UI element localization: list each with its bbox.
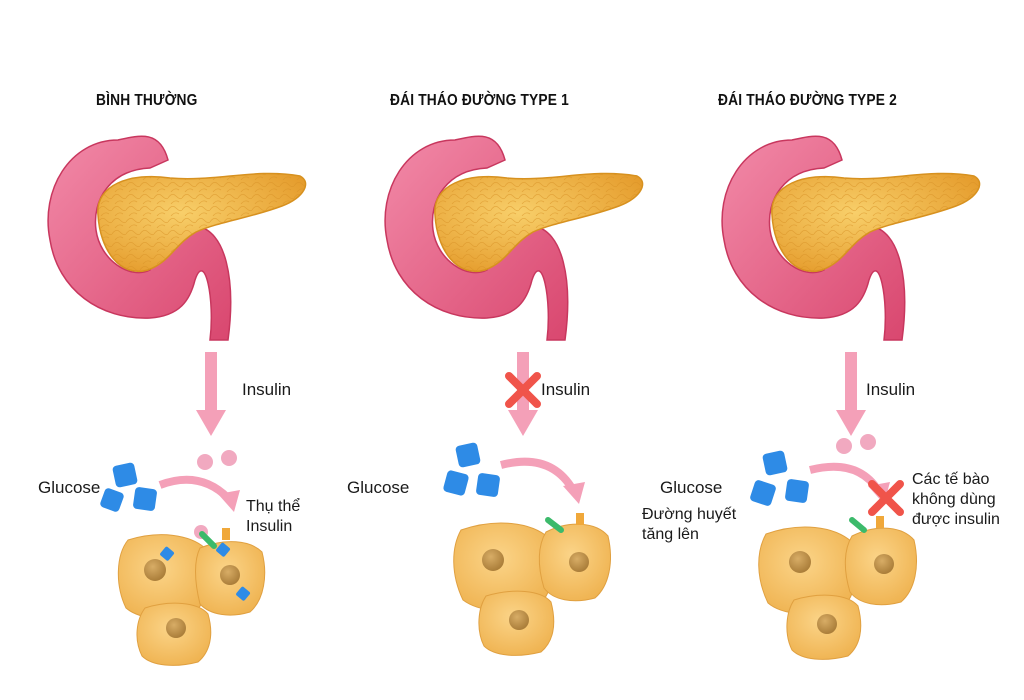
blood-sugar-line1: Đường huyết	[642, 506, 737, 523]
glucose-block	[476, 473, 500, 497]
glucose-flow-arrow	[158, 475, 231, 501]
insulin-molecule	[221, 450, 237, 466]
normal-illustration	[47, 135, 307, 666]
cells-note-line2: không dùng	[912, 491, 996, 508]
insulin-label: Insulin	[866, 380, 916, 399]
glucose-block	[750, 480, 776, 506]
cells-note-line1: Các tế bào	[912, 471, 990, 488]
glucose-block	[443, 470, 469, 496]
panel-normal: BÌNH THƯỜNG	[0, 0, 341, 700]
pancreas	[97, 172, 307, 273]
receptor-label-line1: Thụ thể	[246, 498, 301, 515]
glucose-flow-arrow	[499, 457, 577, 493]
insulin-label: Insulin	[242, 380, 292, 399]
pancreas	[434, 172, 644, 273]
glucose-block	[762, 450, 788, 476]
panel-type1: ĐÁI THÁO ĐƯỜNG TYPE 1	[341, 0, 682, 700]
glucose-flow-arrowhead	[218, 490, 240, 512]
glucose-block	[455, 442, 481, 468]
glucose-flow-arrowhead	[563, 482, 585, 504]
type2-illustration	[721, 135, 981, 660]
pancreas	[771, 172, 981, 273]
panel-title: ĐÁI THÁO ĐƯỜNG TYPE 2	[718, 92, 897, 109]
blood-sugar-line2: tăng lên	[642, 526, 699, 543]
type1-illustration	[384, 135, 644, 656]
body-cells	[453, 513, 611, 656]
glucose-label: Glucose	[660, 478, 723, 497]
insulin-arrow	[196, 352, 226, 436]
glucose-label: Glucose	[347, 478, 410, 497]
body-cells	[117, 528, 266, 666]
cells-note-line3: được insulin	[912, 511, 1000, 528]
receptor-label-line2: Insulin	[246, 518, 293, 535]
insulin-arrow	[836, 352, 866, 436]
insulin-molecule	[860, 434, 876, 450]
glucose-flow-arrow	[809, 462, 882, 493]
insulin-label: Insulin	[541, 380, 591, 399]
glucose-block	[785, 479, 809, 503]
glucose-label: Glucose	[38, 478, 101, 497]
cells-rejected-cross-icon	[868, 480, 904, 516]
blocked-cross-icon	[505, 372, 541, 408]
panel-title: ĐÁI THÁO ĐƯỜNG TYPE 1	[390, 92, 569, 109]
insulin-molecule	[836, 438, 852, 454]
glucose-block	[100, 488, 124, 512]
panel-title: BÌNH THƯỜNG	[96, 92, 198, 109]
insulin-molecule	[197, 454, 213, 470]
panel-type2: ĐÁI THÁO ĐƯỜNG TYPE 2	[642, 0, 1023, 700]
glucose-block	[133, 487, 157, 511]
glucose-block	[112, 462, 138, 488]
body-cells	[758, 516, 917, 660]
